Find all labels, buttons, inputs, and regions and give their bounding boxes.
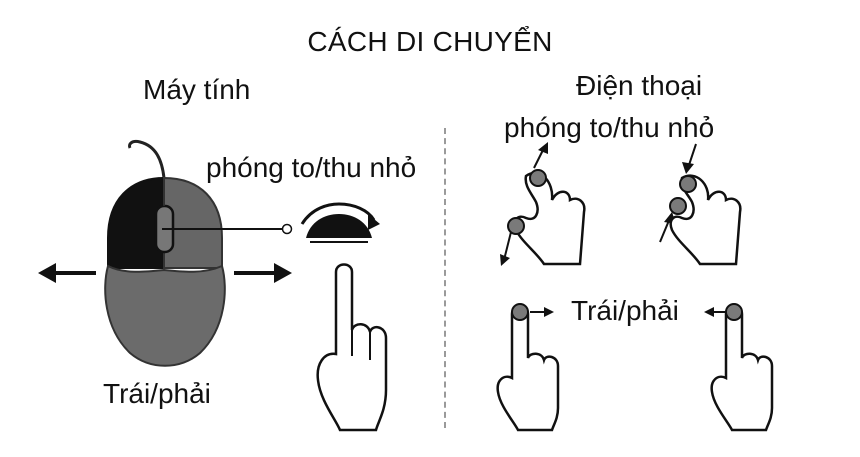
mouse-icon xyxy=(104,140,226,367)
phone-heading: Điện thoại xyxy=(576,70,703,101)
swipe-right-icon xyxy=(496,303,560,432)
arrow-right-icon xyxy=(234,263,292,283)
section-divider xyxy=(444,128,446,428)
page-title: CÁCH DI CHUYỂN xyxy=(307,26,553,57)
phone-pan-label: Trái/phải xyxy=(571,295,679,326)
pinch-in-icon xyxy=(659,143,742,266)
pinch-out-icon xyxy=(500,142,586,266)
scroll-wheel-icon xyxy=(300,202,380,243)
arrow-left-icon xyxy=(38,263,96,283)
pointing-hand-icon xyxy=(316,263,388,432)
phone-zoom-label: phóng to/thu nhỏ xyxy=(504,112,715,143)
computer-zoom-label: phóng to/thu nhỏ xyxy=(206,152,417,183)
computer-pan-label: Trái/phải xyxy=(103,378,211,409)
wheel-connector-line xyxy=(162,223,293,235)
swipe-left-icon xyxy=(704,303,774,432)
computer-heading: Máy tính xyxy=(143,74,251,105)
